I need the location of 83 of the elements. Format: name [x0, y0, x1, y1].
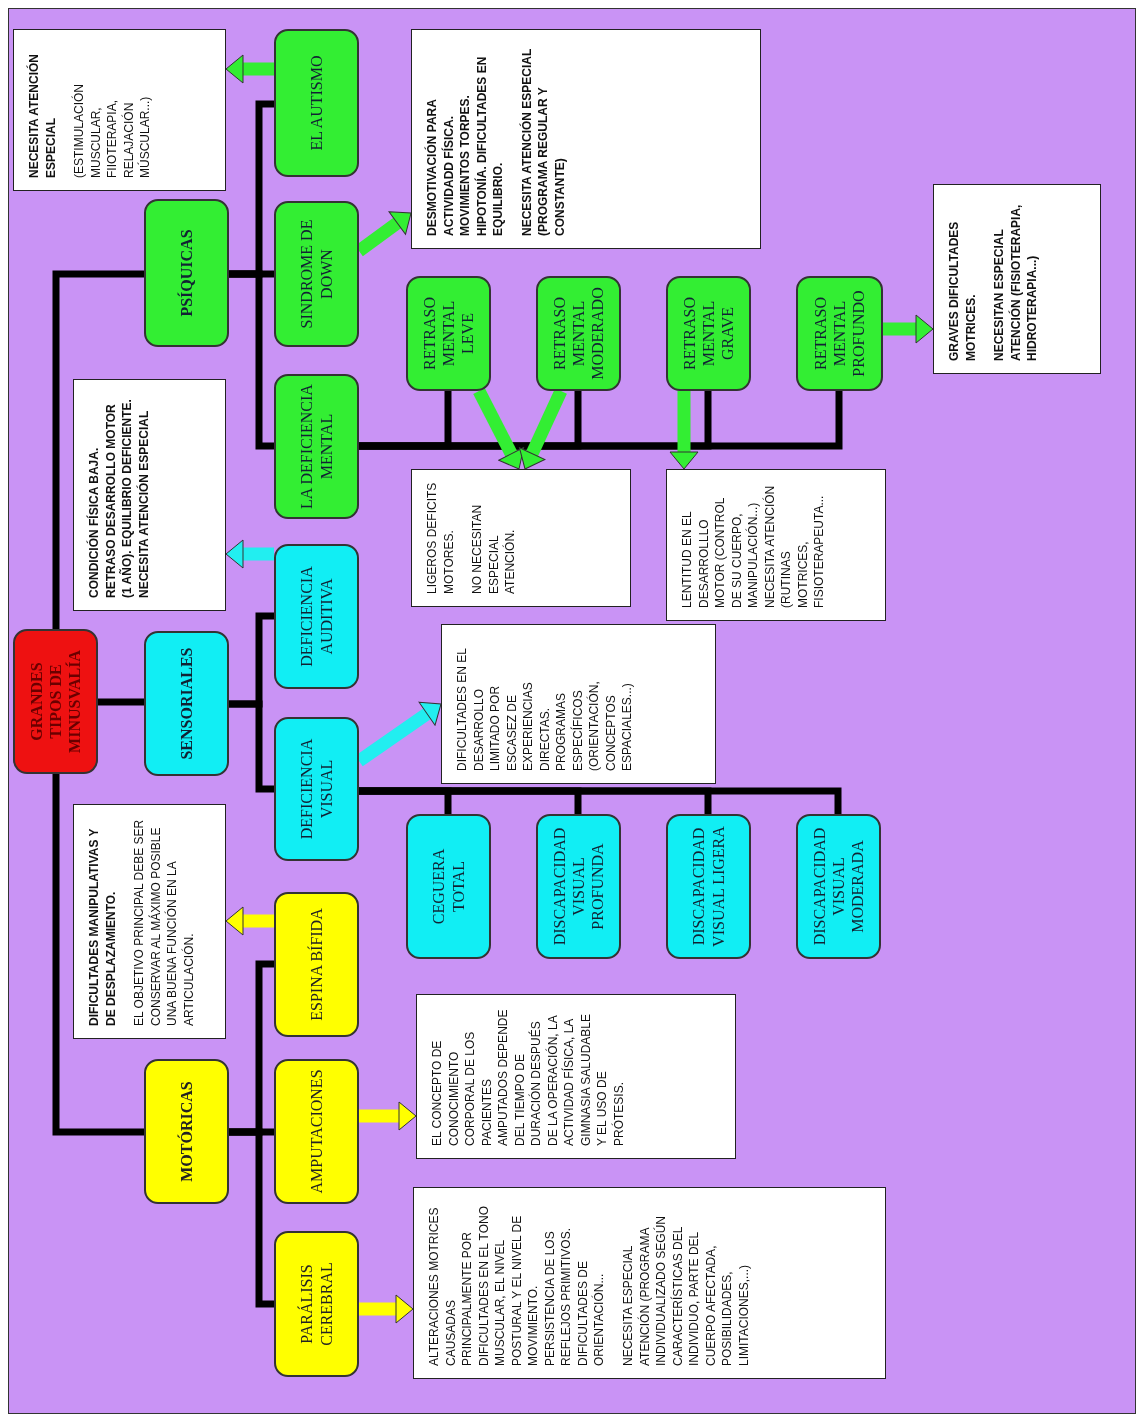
category-box [274, 544, 359, 689]
note-text: (ESTIMULACIÓN MUSCULAR, FIIOTERAPIA, RELAJACIÓN MÚSCULAR...) [71, 83, 154, 178]
connector-line [229, 1128, 274, 1308]
category-box [796, 814, 881, 959]
category-box [144, 631, 229, 776]
node-label: AMPUTACIONES [306, 1069, 326, 1194]
connector-line [98, 698, 144, 706]
category-box [536, 814, 621, 959]
connector-line [229, 270, 274, 450]
note-box [413, 1187, 886, 1379]
category-box [274, 892, 359, 1037]
note-text: NECESITA ATENCIÓN ESPECIAL [26, 53, 59, 178]
node-label: MOTÓRICAS [176, 1081, 196, 1182]
note-text: DIFICULTADES EN EL DESARROLLO LIMITADO POR ESCASEZ DE EXPERIENCIAS DIRECTAS. PROGRAMAS ESPECÍFICOS (ORIENTACIÓN, CONCEPTOS ESPACIALES...) [454, 647, 636, 771]
note-box [666, 469, 886, 621]
connector-line [229, 700, 274, 793]
note-text: DIFICULTADES MANIPULATIVAS Y DE DESPLAZAMIENTO. [86, 827, 119, 1026]
node-label: GRANDES TIPOS DE MINUSVALÍA [26, 649, 85, 755]
arrow [473, 388, 525, 470]
arrow [518, 388, 567, 470]
category-box [536, 276, 621, 391]
arrow [359, 1294, 414, 1324]
node-label: RETRASO MENTAL PROFUNDO [810, 289, 869, 379]
node-label: PARÁLISIS CEREBRAL [297, 1261, 336, 1348]
node-label: CEGUERA TOTAL [429, 847, 468, 927]
category-box [406, 276, 491, 391]
category-box [274, 1059, 359, 1204]
category-box [406, 814, 491, 959]
note-box [73, 804, 226, 1039]
category-box [274, 29, 359, 177]
note-text: EL CONCEPTO DE CONOCIMIENTO CORPORAL DE LOS PACIENTES AMPUTADOS DEPENDE DEL TIEMPO DE DURACIÓN DESPUÉS DE LA OPERACIÓN, LA ACTIVIDAD FÍSICA, LA GIMNASIA SALUDABLE Y EL USO DE PRÓTESIS. [429, 1008, 627, 1146]
note-box [416, 994, 736, 1159]
arrow [883, 314, 934, 344]
node-label: RETRASO MENTAL GRAVE [679, 296, 738, 372]
note-text: EL OBJETIVO PRINCIPAL DEBE SER CONSERVAR AL MÁXIMO POSIBLE UNA BUENA FUNCIÓN EN LA ARTICULACIÓN. [131, 818, 197, 1026]
node-label: ESPINA BÍFIDA [306, 908, 326, 1021]
category-box [274, 201, 359, 347]
category-box [274, 1231, 359, 1377]
arrow [225, 906, 274, 936]
note-text: NECESITAN ESPECIAL ATENCIÓN (FISIOTERAPIA, HIDROTERAPIA...) [991, 203, 1041, 361]
node-label: SENSORIALES [176, 647, 196, 760]
note-box [933, 184, 1101, 374]
root-box [13, 629, 98, 774]
arrow [359, 1101, 417, 1131]
connector-line [52, 270, 144, 629]
note-text: GRAVES DIFICULTADES MOTRICES. [946, 220, 979, 361]
connector-line [52, 774, 144, 1136]
note-box [411, 469, 631, 607]
category-box [144, 199, 229, 347]
connector-line [359, 391, 843, 450]
note-text: NO NECESITAN ESPECIAL ATENCIÓN. [469, 503, 519, 594]
note-box [73, 379, 226, 611]
node-label: SINDROME DE DOWN [297, 218, 336, 331]
category-box [796, 276, 883, 391]
arrow [669, 391, 699, 470]
node-label: RETRASO MENTAL MODERADO [549, 286, 608, 381]
node-label: DISCAPACIDAD VISUAL LIGERA [689, 825, 728, 949]
note-text: LIGEROS DEFICITS MOTORES. [424, 482, 457, 594]
category-box [274, 717, 359, 861]
category-box [666, 814, 751, 959]
node-label: DEFICIENCIA VISUAL [297, 737, 336, 842]
node-label: EL AUTISMO [306, 55, 326, 151]
note-text: NECESITA ATENCIÓN ESPECIAL (PROGRAMA REGULAR Y CONSTANTE) [518, 47, 568, 236]
note-text: ALTERACIONES MOTRICES CAUSADAS PRINCIPALMENTE POR DIFICULTADES EN EL TONO MUSCULAR, EL NIVEL POSTURAL Y EL NIVEL DE MOVIMIENTO. PERSISTENCIA DE LOS REFLEJOS PRIMITIVOS. DIFICULTADES DE ORIENTACIÓN... [426, 1204, 608, 1366]
node-label: DISCAPACIDAD VISUAL MODERADA [809, 826, 868, 948]
note-text: NECESITA ESPECIAL ATENCIÓN (PROGRAMA INDIVIDUALIZADO SEGÚN CARACTERÍSTICAS DEL INDIVIDUO, PARTE DEL CUERPO AFECTADA, POSIBILIDADES, LIMITACIONES,...) [620, 1214, 752, 1366]
node-label: RETRASO MENTAL LEVE [419, 296, 478, 372]
note-text: DESMOTIVACIÓN PARA ACTIVIDADD FÍSICA. MOVIMIENTOS TORPES. HIPOTONÍA. DIFICULTADES EN EQUILIBRIO. [424, 55, 507, 236]
note-box [411, 29, 761, 249]
node-label: DISCAPACIDAD VISUAL PROFUNDA [549, 826, 608, 948]
category-box [144, 1059, 229, 1204]
category-box [274, 374, 359, 519]
node-label: PSÍQUICAS [176, 229, 196, 317]
category-box [666, 276, 751, 391]
node-label: LA DEFICIENCIA MENTAL [297, 384, 336, 509]
note-text: CONDICIÓN FÍSICA BAJA. RETRASO DESARROLLO MOTOR (1 AÑO). EQUILIBRIO DEFICIENTE. NECESITA ATENCIÓN ESPECIAL [86, 398, 152, 598]
node-label: DEFICIENCIA AUDITIVA [297, 565, 336, 669]
arrow [225, 54, 274, 84]
arrow [225, 539, 274, 569]
note-text: LENTITUD EN EL DESARROLLLO MOTOR (CONTROL DE SU CUERPO, MANIPULACIÓN...) NECESITA ATENCIÓN (RUTINAS MOTRICES, FISIOTERAPEUTA... [679, 484, 828, 608]
note-box [13, 29, 226, 191]
connector-line [359, 787, 842, 814]
note-box [441, 624, 716, 784]
